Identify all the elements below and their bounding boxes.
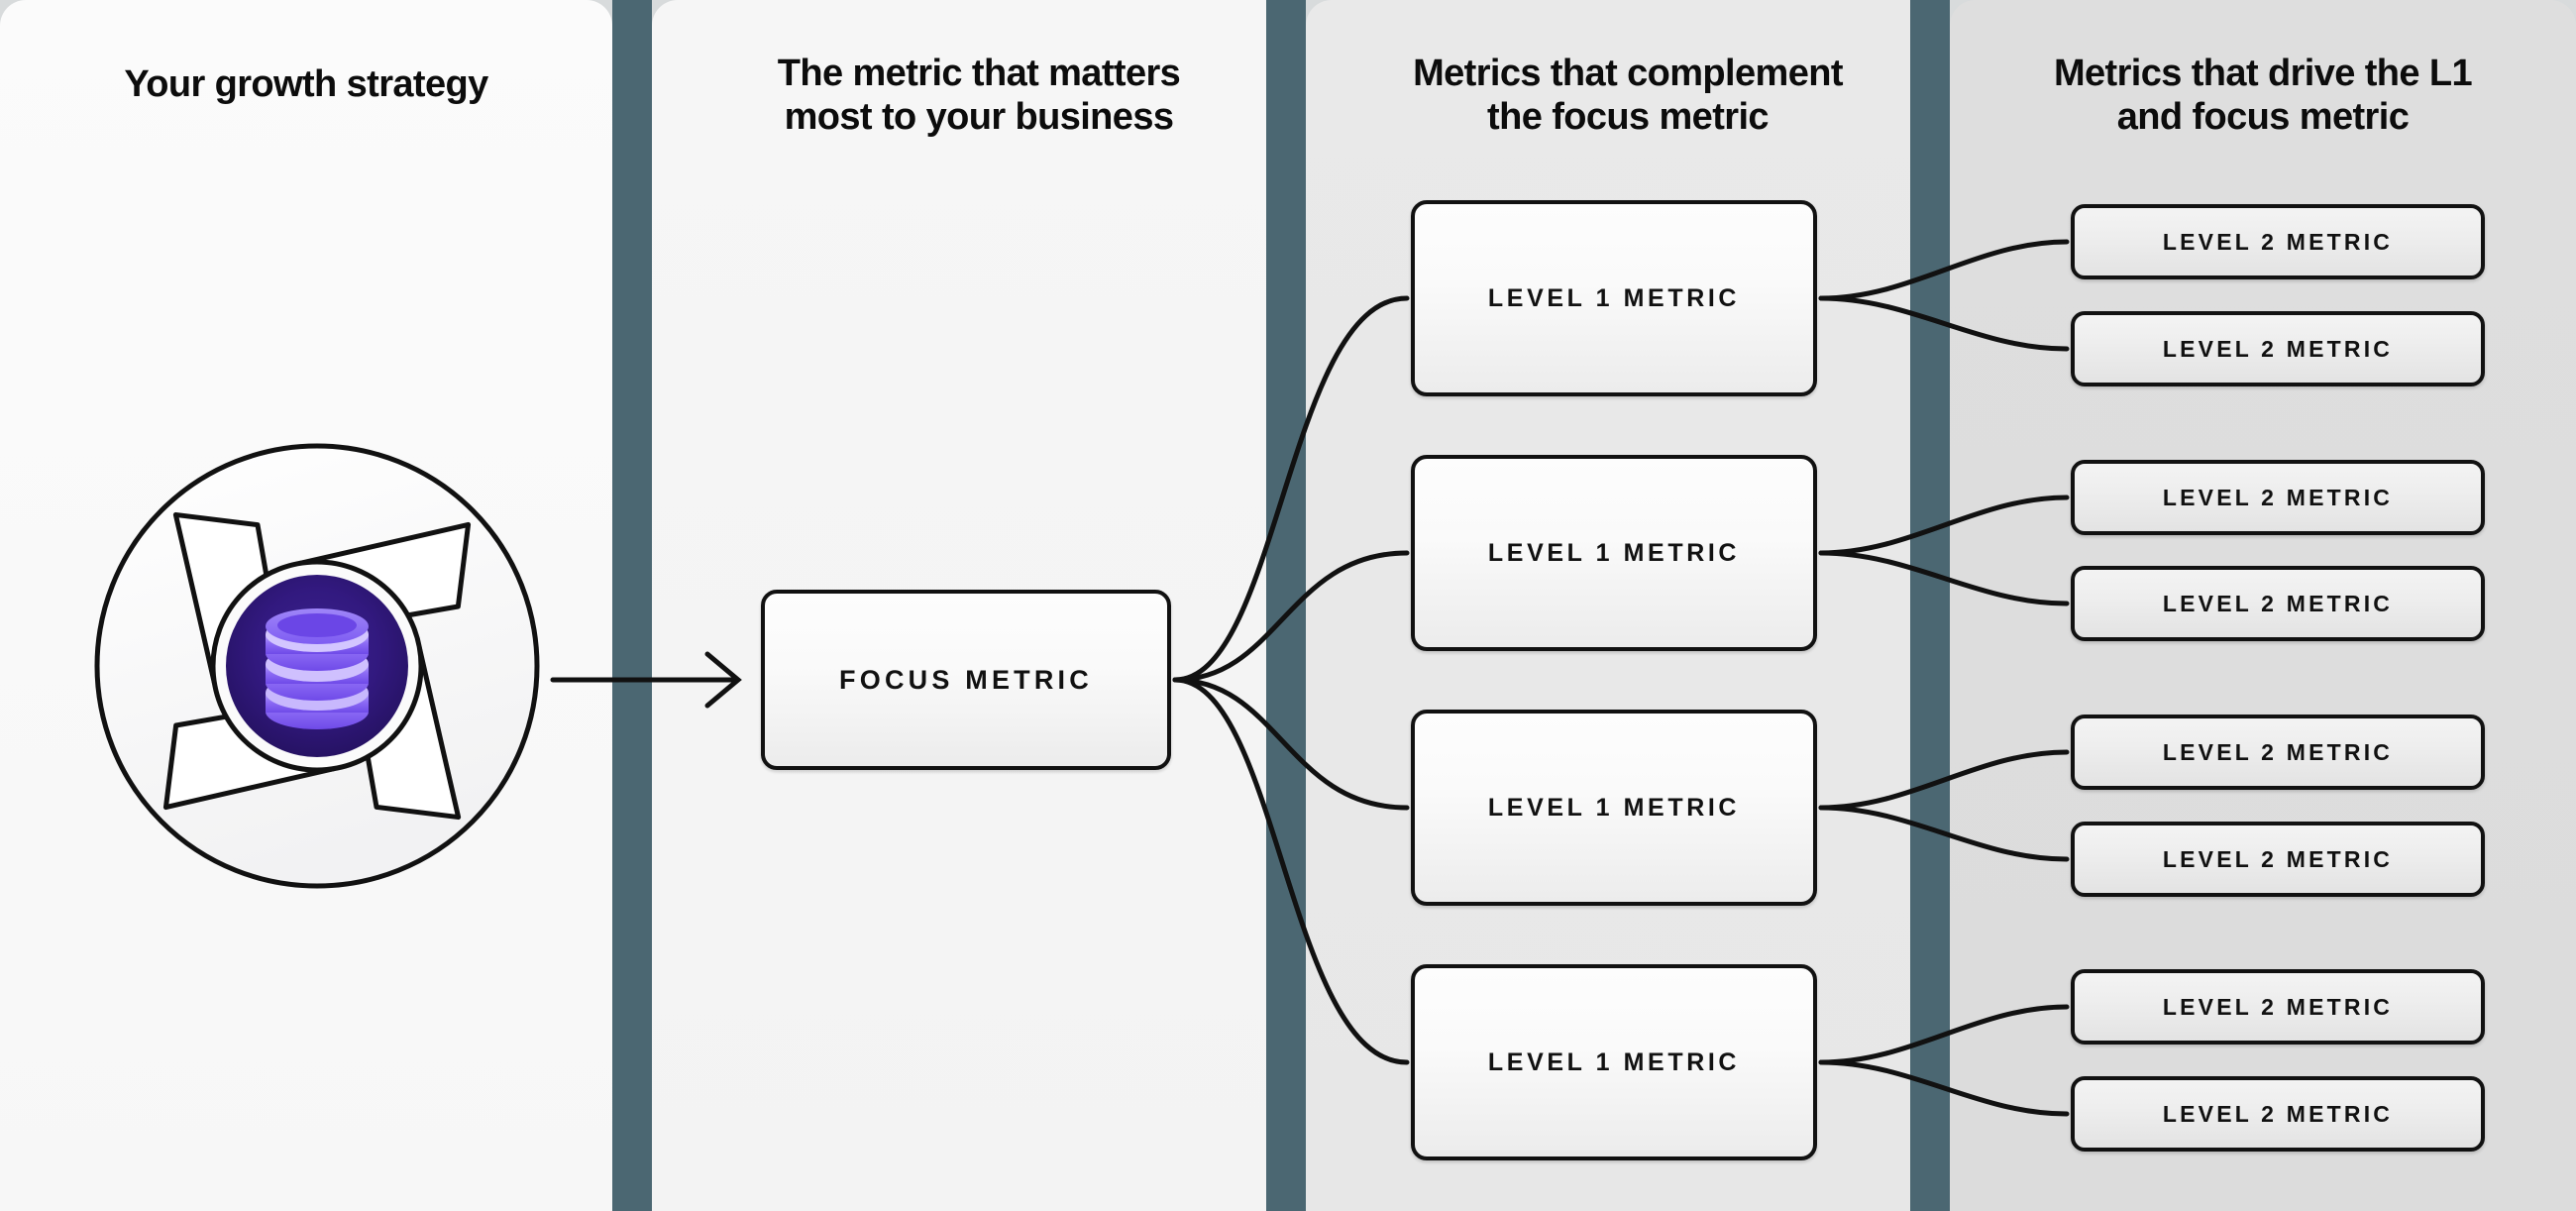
node-level-2-metric[interactable]: LEVEL 2 METRIC: [2071, 822, 2485, 897]
node-level-2-metric[interactable]: LEVEL 2 METRIC: [2071, 460, 2485, 535]
node-level-2-metric[interactable]: LEVEL 2 METRIC: [2071, 1076, 2485, 1152]
column-title-level-2: Metrics that drive the L1 and focus metr…: [2053, 53, 2473, 139]
database-icon: [266, 608, 369, 729]
node-level-2-metric[interactable]: LEVEL 2 METRIC: [2071, 715, 2485, 790]
node-focus-metric[interactable]: FOCUS METRIC: [761, 590, 1171, 770]
node-level-2-metric[interactable]: LEVEL 2 METRIC: [2071, 969, 2485, 1045]
column-divider-3: [1910, 0, 1950, 1211]
column-divider-1: [612, 0, 652, 1211]
growth-strategy-graphic: [94, 443, 540, 889]
node-level-1-metric[interactable]: LEVEL 1 METRIC: [1411, 964, 1817, 1160]
node-level-1-metric[interactable]: LEVEL 1 METRIC: [1411, 455, 1817, 651]
node-level-2-metric[interactable]: LEVEL 2 METRIC: [2071, 566, 2485, 641]
node-level-2-metric[interactable]: LEVEL 2 METRIC: [2071, 204, 2485, 279]
node-level-1-metric[interactable]: LEVEL 1 METRIC: [1411, 710, 1817, 906]
column-divider-2: [1266, 0, 1306, 1211]
column-title-growth-strategy: Your growth strategy: [124, 63, 488, 105]
node-level-2-metric[interactable]: LEVEL 2 METRIC: [2071, 311, 2485, 386]
column-title-focus-metric: The metric that matters most to your bus…: [777, 53, 1181, 139]
node-level-1-metric[interactable]: LEVEL 1 METRIC: [1411, 200, 1817, 396]
column-title-level-1: Metrics that complement the focus metric: [1413, 53, 1843, 139]
